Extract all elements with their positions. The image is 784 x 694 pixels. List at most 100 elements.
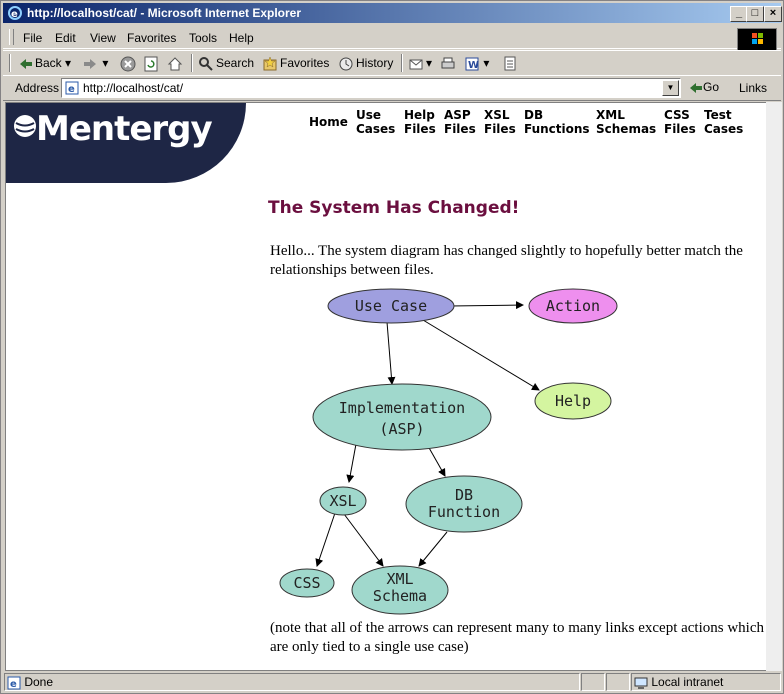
menu-view[interactable]: View — [90, 31, 116, 45]
nav-home[interactable]: Home — [309, 108, 348, 129]
node-use-case — [327, 288, 455, 324]
maximize-button[interactable]: □ — [746, 6, 764, 22]
title-bar: e http://localhost/cat/ - Microsoft Inte… — [3, 3, 782, 23]
home-button[interactable] — [167, 54, 183, 72]
svg-text:e: e — [68, 84, 75, 95]
history-icon — [339, 57, 353, 71]
page-done-icon: e — [7, 676, 21, 690]
back-button[interactable]: Back ▾ — [19, 54, 71, 72]
favorites-label: Favorites — [280, 56, 330, 70]
refresh-button[interactable] — [143, 54, 159, 72]
nav-line: DB — [524, 108, 544, 122]
nav-line: Use — [356, 108, 382, 122]
minimize-button[interactable]: _ — [730, 6, 748, 22]
address-dropdown-button[interactable]: ▼ — [662, 80, 679, 96]
edge-xsl-xml — [343, 513, 384, 567]
history-button[interactable]: History — [338, 54, 393, 72]
nav-home-label: Home — [309, 115, 348, 129]
discuss-button[interactable] — [503, 54, 517, 72]
edit-button[interactable]: W ▾ — [464, 54, 489, 72]
svg-text:e: e — [11, 9, 18, 20]
search-button[interactable]: Search — [198, 54, 254, 72]
node-implementation-label: (ASP) — [379, 420, 424, 438]
favorites-button[interactable]: Favorites — [262, 54, 329, 72]
close-button[interactable]: × — [764, 6, 782, 22]
node-db-function-label: DB — [455, 486, 473, 504]
word-edit-icon: W — [465, 57, 479, 71]
node-db-function — [405, 475, 523, 533]
refresh-icon — [144, 56, 158, 72]
nav-line: Functions — [524, 122, 590, 136]
node-xsl-label: XSL — [329, 492, 356, 510]
node-action — [528, 288, 618, 324]
status-text-panel: e Done — [4, 673, 580, 691]
window-title: http://localhost/cat/ - Microsoft Intern… — [27, 6, 302, 20]
menu-edit[interactable]: Edit — [55, 31, 76, 45]
forward-button[interactable]: ▾ — [83, 54, 108, 72]
node-xml-schema-label: XML — [386, 570, 413, 588]
address-bar: Address e http://localhost/cat/ ▼ Go Lin… — [3, 75, 781, 101]
go-button[interactable]: Go — [689, 80, 719, 94]
nav-line: Files — [664, 122, 696, 136]
node-action-label: Action — [546, 297, 600, 315]
stop-button[interactable] — [120, 54, 136, 72]
node-xsl — [319, 486, 367, 516]
search-icon — [199, 56, 213, 71]
node-implementation — [312, 383, 492, 451]
nav-line: XSL — [484, 108, 510, 122]
print-button[interactable] — [440, 54, 456, 72]
status-zone: Local intranet — [651, 675, 724, 689]
node-implementation-label: Implementation — [339, 399, 465, 417]
vertical-scrollbar[interactable] — [766, 102, 782, 671]
back-arrow-icon — [20, 58, 32, 69]
menu-file[interactable]: File — [23, 31, 43, 45]
menu-help[interactable]: Help — [229, 31, 254, 45]
node-xml-schema-label: Schema — [373, 587, 427, 605]
status-panel-progress — [581, 673, 605, 691]
menu-favorites[interactable]: Favorites — [127, 31, 177, 45]
nav-line: Help — [404, 108, 435, 122]
toolbar-separator — [401, 54, 403, 72]
page-icon: e — [65, 81, 79, 95]
address-url: http://localhost/cat/ — [83, 81, 184, 95]
windows-flag-icon — [752, 33, 763, 44]
svg-text:e: e — [10, 679, 17, 690]
svg-text:W: W — [468, 60, 479, 71]
menu-tools[interactable]: Tools — [189, 31, 218, 45]
node-help-label: Help — [555, 392, 591, 410]
node-help — [534, 382, 612, 420]
nav-line: ASP — [444, 108, 471, 122]
nav-line: Cases — [704, 122, 744, 136]
site-logo: Mentergy — [36, 109, 213, 149]
edge-db-xml — [418, 531, 448, 567]
forward-arrow-icon — [84, 58, 96, 69]
nav-line: Schemas — [596, 122, 657, 136]
links-button[interactable]: Links — [739, 81, 768, 95]
toolbar-grip — [9, 54, 11, 72]
note-paragraph: (note that all of the arrows can represe… — [270, 620, 765, 655]
node-use-case-label: Use Case — [355, 297, 427, 315]
back-label: Back — [35, 56, 62, 70]
address-input[interactable]: e http://localhost/cat/ ▼ — [61, 78, 681, 98]
mail-icon — [409, 59, 423, 70]
edge-usecase-help — [422, 319, 540, 391]
edge-xsl-css — [315, 512, 336, 567]
nav-line: Files — [404, 122, 436, 136]
edge-impl-xsl — [346, 443, 357, 483]
site-logo-banner[interactable]: Mentergy — [6, 103, 246, 183]
intranet-zone-icon — [634, 677, 648, 689]
address-label: Address — [15, 81, 60, 95]
nav-line: Test — [704, 108, 732, 122]
mail-button[interactable]: ▾ — [408, 54, 432, 72]
node-xml-schema — [351, 565, 449, 615]
